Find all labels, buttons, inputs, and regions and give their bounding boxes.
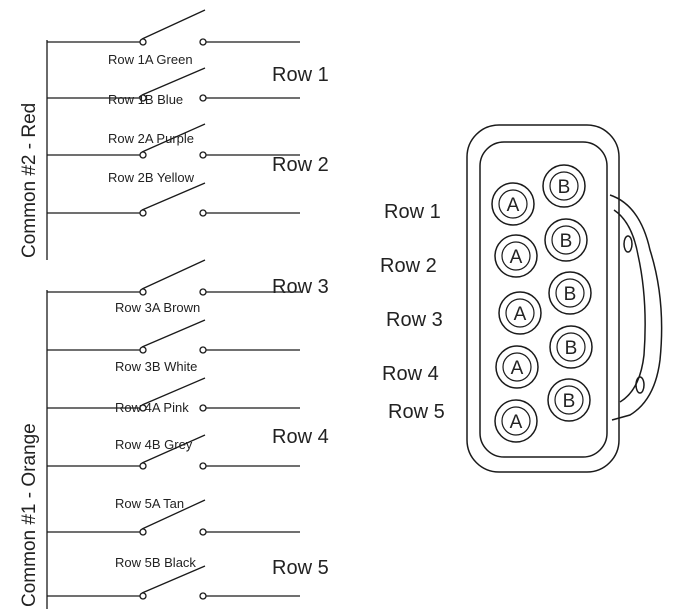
svg-text:A: A bbox=[507, 195, 520, 216]
switch-label-row3b: Row 3B White bbox=[115, 359, 197, 374]
button-row2-b: B bbox=[544, 218, 588, 262]
remote-row-label-1: Row 1 bbox=[384, 201, 441, 223]
remote-clip bbox=[609, 194, 663, 421]
switch-label-row1a: Row 1A Green bbox=[108, 52, 193, 67]
remote-row-labels: Row 1 Row 2 Row 3 Row 4 Row 5 bbox=[380, 201, 445, 423]
switch-label-row3a: Row 3A Brown bbox=[115, 300, 200, 315]
common-2-label: Common #2 - Red bbox=[19, 103, 40, 258]
remote-row-label-5: Row 5 bbox=[388, 401, 445, 423]
switch-label-row4b: Row 4B Grey bbox=[115, 437, 193, 452]
svg-text:A: A bbox=[511, 358, 524, 379]
svg-text:B: B bbox=[563, 391, 576, 412]
wiring-row-labels: Row 1 Row 2 Row 3 Row 4 Row 5 bbox=[272, 64, 329, 579]
switch-label-row4a: Row 4A Pink bbox=[115, 400, 189, 415]
switch-label-row2a: Row 2A Purple bbox=[108, 131, 194, 146]
common-1-label: Common #1 - Orange bbox=[19, 423, 40, 607]
button-row4-b: B bbox=[549, 325, 593, 369]
wiring-row-label-4: Row 4 bbox=[272, 426, 329, 448]
switch-labels: Row 1A Green Row 1B Blue Row 2A Purple R… bbox=[108, 52, 200, 570]
button-row3-a: A bbox=[498, 291, 542, 335]
button-row1-a: A bbox=[491, 182, 535, 226]
svg-text:A: A bbox=[510, 247, 523, 268]
wiring-row-label-5: Row 5 bbox=[272, 557, 329, 579]
svg-text:B: B bbox=[558, 177, 571, 198]
svg-text:A: A bbox=[510, 412, 523, 433]
svg-text:B: B bbox=[565, 338, 578, 359]
wiring-row-label-3: Row 3 bbox=[272, 276, 329, 298]
switch-label-row5b: Row 5B Black bbox=[115, 555, 196, 570]
wiring-row-label-1: Row 1 bbox=[272, 64, 329, 86]
button-row3-b: B bbox=[548, 271, 592, 315]
button-row1-b: B bbox=[542, 164, 586, 208]
remote-row-label-3: Row 3 bbox=[386, 309, 443, 331]
remote-row-label-2: Row 2 bbox=[380, 255, 437, 277]
svg-text:B: B bbox=[564, 284, 577, 305]
remote-control bbox=[466, 124, 663, 473]
switch-label-row2b: Row 2B Yellow bbox=[108, 170, 195, 185]
wiring-row-label-2: Row 2 bbox=[272, 154, 329, 176]
switch-label-row5a: Row 5A Tan bbox=[115, 496, 184, 511]
svg-text:B: B bbox=[560, 231, 573, 252]
button-row5-a: A bbox=[494, 399, 538, 443]
remote-body bbox=[466, 124, 620, 473]
svg-text:A: A bbox=[514, 304, 527, 325]
remote-row-label-4: Row 4 bbox=[382, 363, 439, 385]
button-row2-a: A bbox=[494, 234, 538, 278]
button-row5-b: B bbox=[547, 378, 591, 422]
button-row4-a: A bbox=[495, 345, 539, 389]
remote-buttons: A B A B A B bbox=[491, 164, 593, 443]
common-1-group bbox=[46, 259, 300, 609]
common-2-group bbox=[46, 9, 300, 260]
switch-label-row1b: Row 1B Blue bbox=[108, 92, 183, 107]
